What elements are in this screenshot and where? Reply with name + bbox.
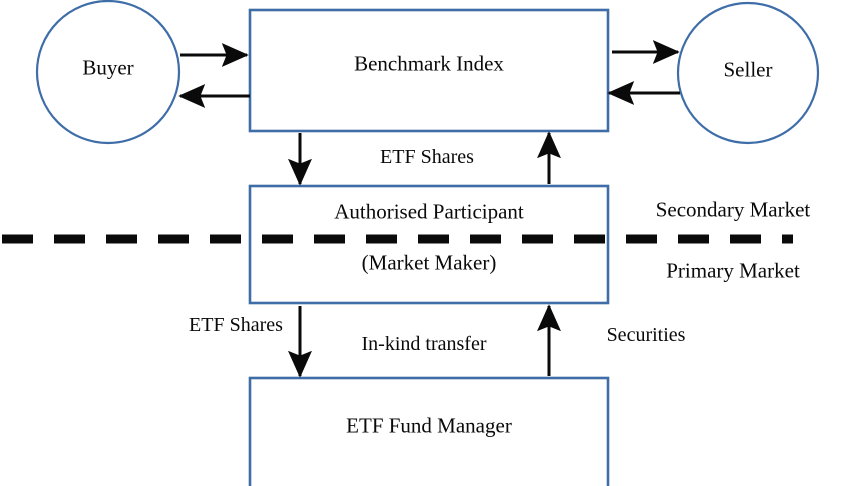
- node-authorised-participant: [248, 184, 610, 305]
- node-buyer: [35, 0, 181, 145]
- node-seller: [676, 1, 820, 145]
- node-etf-fund-manager: [248, 376, 610, 486]
- node-benchmark-index: [248, 8, 610, 133]
